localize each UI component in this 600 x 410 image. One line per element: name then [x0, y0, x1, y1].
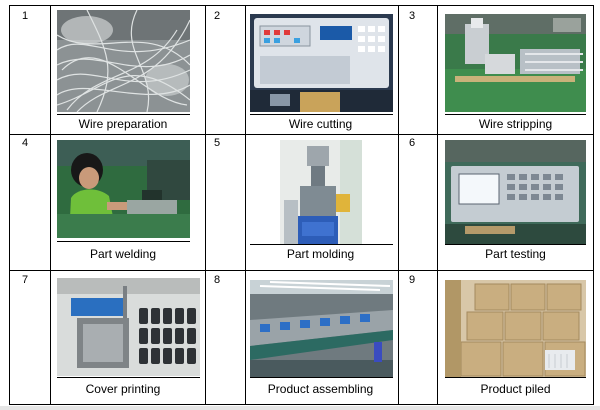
caption-divider: [445, 244, 586, 245]
step-caption: Cover printing: [85, 382, 161, 396]
step-caption: Wire stripping: [478, 117, 553, 131]
step-number: 7: [22, 274, 29, 286]
col-divider: [50, 6, 51, 404]
caption-divider: [250, 114, 393, 115]
caption-divider: [57, 377, 200, 378]
molding-machine-photo: [280, 140, 362, 244]
step-number: 9: [409, 274, 416, 286]
col-divider: [245, 6, 246, 404]
row-divider: [10, 270, 593, 271]
caption-divider: [57, 241, 190, 242]
step-number: 3: [409, 10, 416, 22]
step-caption: Wire preparation: [78, 117, 168, 131]
col-divider: [437, 6, 438, 404]
boxes-piled-photo: [445, 280, 586, 378]
step-caption: Product piled: [480, 382, 551, 396]
step-number: 8: [214, 274, 221, 286]
col-divider: [205, 6, 206, 404]
wire-bundle-photo: [57, 10, 190, 112]
col-divider: [398, 6, 399, 404]
footer-band: [0, 406, 600, 410]
assembly-line-photo: [250, 280, 393, 378]
step-caption: Part testing: [485, 247, 546, 261]
step-number: 6: [409, 137, 416, 149]
step-number: 1: [22, 10, 29, 22]
table-grid: [9, 5, 594, 405]
step-number: 2: [214, 10, 221, 22]
row-divider: [10, 134, 593, 135]
testing-equipment-photo: [445, 140, 586, 244]
cutting-machine-photo: [250, 14, 393, 112]
caption-divider: [57, 114, 190, 115]
worker-welding-photo: [57, 140, 190, 238]
stripping-machine-photo: [445, 14, 586, 112]
step-caption: Part molding: [286, 247, 355, 261]
caption-divider: [250, 377, 393, 378]
caption-divider: [445, 114, 586, 115]
caption-divider: [445, 377, 586, 378]
caption-divider: [250, 244, 393, 245]
step-caption: Wire cutting: [288, 117, 353, 131]
step-caption: Part welding: [89, 247, 157, 261]
step-caption: Product assembling: [267, 382, 374, 396]
printing-station-photo: [57, 278, 200, 376]
step-number: 4: [22, 137, 29, 149]
step-number: 5: [214, 137, 221, 149]
